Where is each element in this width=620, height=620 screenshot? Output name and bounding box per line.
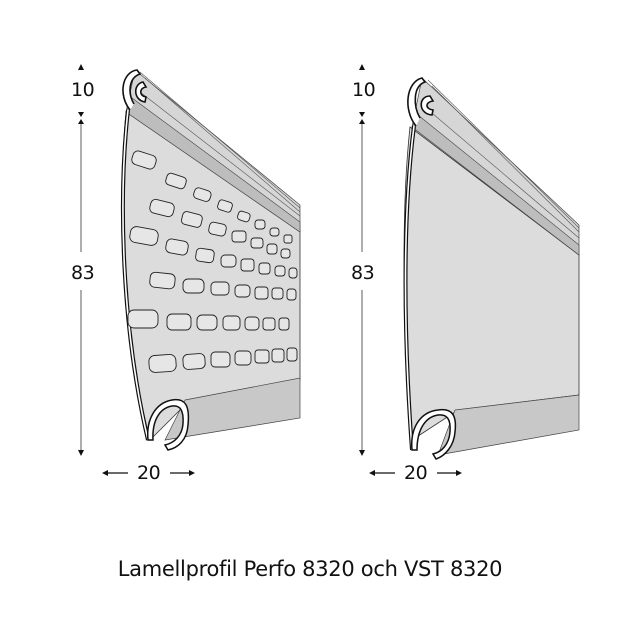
dim-depth-vst: 20 xyxy=(404,462,428,484)
top-hook xyxy=(122,69,148,111)
dim-body-height-perfo: 83 xyxy=(71,262,95,284)
bottom-hook xyxy=(411,408,457,460)
bottom-band xyxy=(164,377,301,441)
bottom-hook xyxy=(147,398,190,451)
top-hook xyxy=(407,77,435,127)
dim-depth-perfo: 20 xyxy=(137,462,161,484)
perforations xyxy=(127,150,298,373)
dim-hook-height-perfo: 10 xyxy=(71,79,95,101)
profile-perfo-8320 xyxy=(120,69,301,451)
bottom-band xyxy=(437,394,580,456)
dim-hook-height-vst: 10 xyxy=(352,79,376,101)
dim-body-height-vst: 83 xyxy=(351,262,375,284)
profile-vst-8320 xyxy=(403,77,580,460)
dimensions-vst xyxy=(359,64,462,476)
dimensions-perfo xyxy=(78,64,195,476)
figure-caption: Lamellprofil Perfo 8320 och VST 8320 xyxy=(117,557,503,581)
